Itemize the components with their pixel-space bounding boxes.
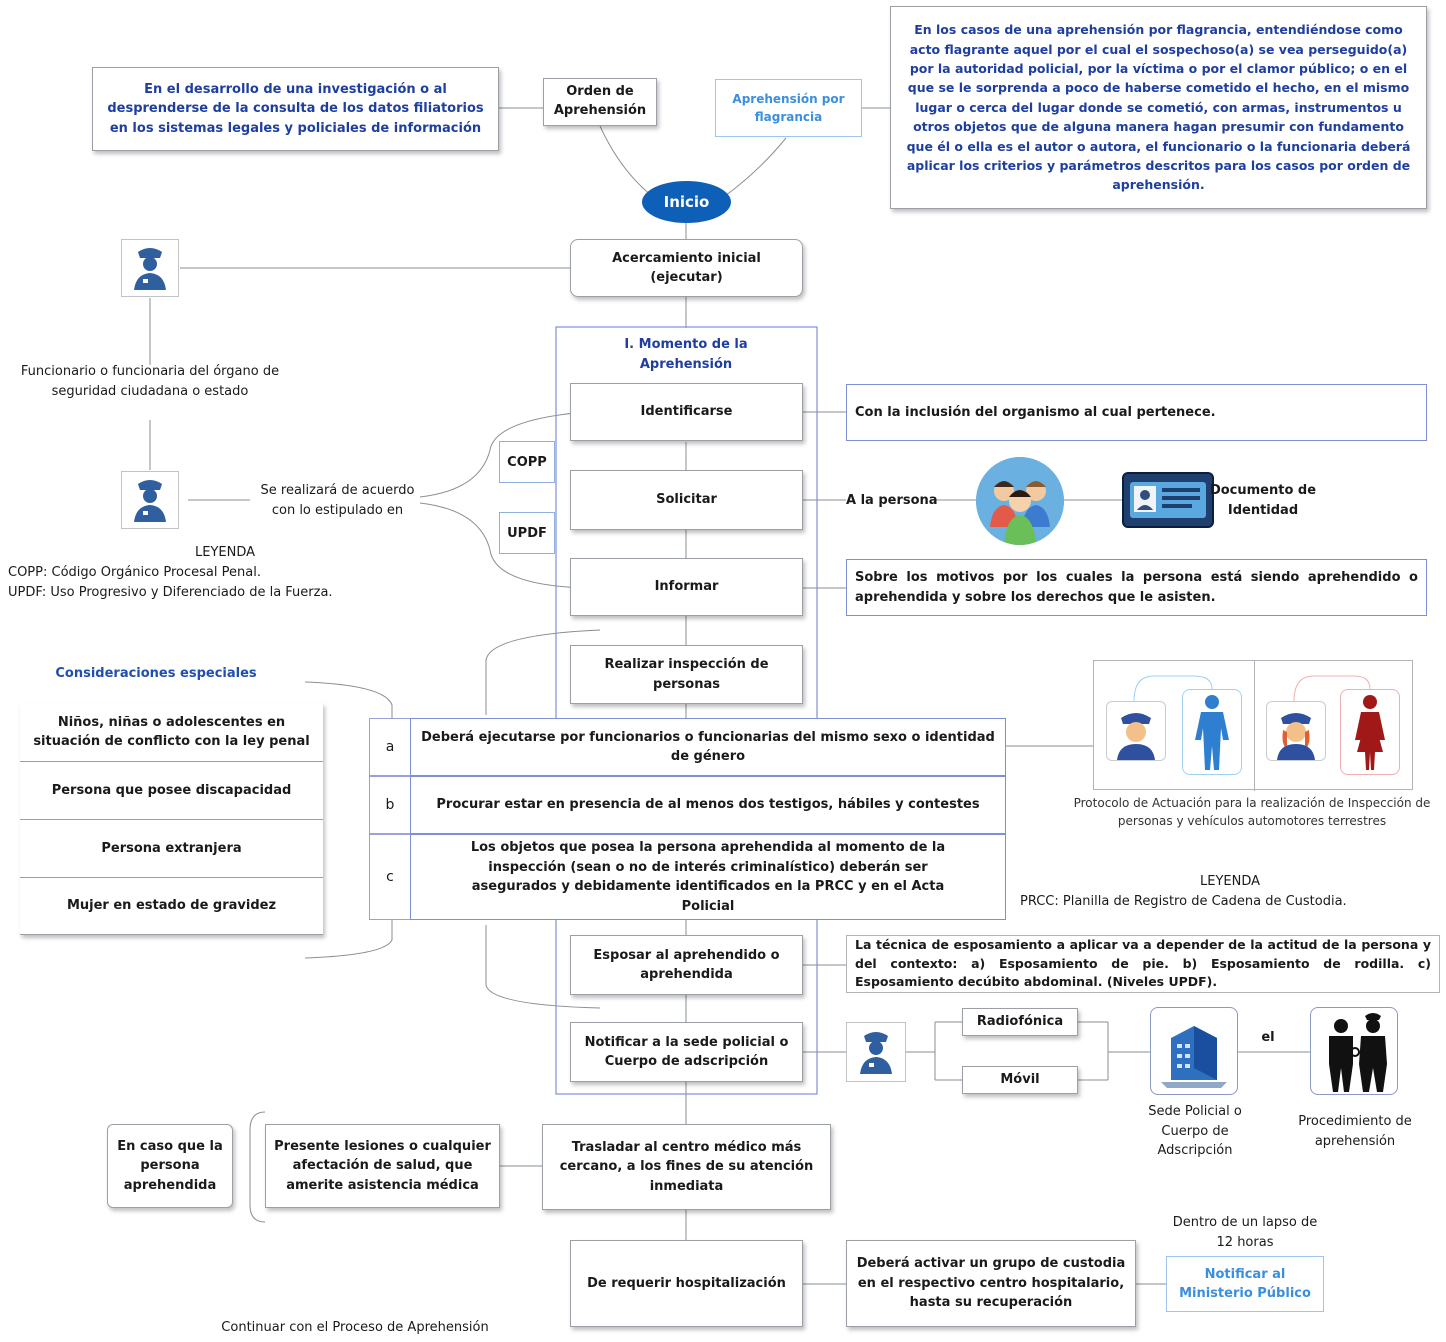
inspection-rule-c: Los objetos que posea la persona aprehen…: [410, 834, 1006, 920]
inspection-letter-b: b: [369, 776, 411, 834]
special-item: Mujer en estado de gravidez: [20, 878, 323, 934]
procedimiento-label: Procedimiento de aprehensión: [1298, 1114, 1412, 1149]
inicio-label: Inicio: [663, 193, 710, 211]
lapso-label: Dentro de un lapso de 12 horas: [1172, 1215, 1318, 1250]
police-bust-icon: [1266, 701, 1326, 761]
legend-updf: UPDF: Uso Progresivo y Diferenciado de l…: [8, 585, 333, 600]
inspeccion-step[interactable]: Realizar inspección de personas: [570, 645, 803, 704]
solicitar-step[interactable]: Solicitar: [570, 470, 803, 530]
special-item: Persona que posee discapacidad: [20, 762, 323, 820]
building-icon: [1150, 1007, 1238, 1095]
hospitalizacion-step[interactable]: De requerir hospitalización: [570, 1240, 803, 1327]
police-bust-icon: [1106, 701, 1166, 761]
caso-box: En caso que la persona aprehendida: [107, 1124, 233, 1208]
informar-note: Sobre los motivos por los cuales la pers…: [846, 559, 1427, 616]
inicio-node[interactable]: Inicio: [642, 181, 731, 223]
protocolo-links: [1133, 675, 1371, 702]
legend-title-right: LEYENDA: [1199, 874, 1260, 889]
special-title: Consideraciones especiales: [55, 666, 257, 681]
notificar-sede-step[interactable]: Notificar a la sede policial o Cuerpo de…: [570, 1022, 803, 1082]
officer-icon: [846, 1022, 906, 1082]
investigation-note: En el desarrollo de una investigación o …: [92, 67, 499, 151]
protocolo-panel: [1093, 660, 1413, 791]
group-people-icon: [976, 457, 1064, 545]
officer-label: Funcionario o funcionaria del órgano de …: [20, 364, 280, 399]
radiofonica-option[interactable]: Radiofónica: [962, 1008, 1078, 1036]
inspection-rule-b: Procurar estar en presencia de al menos …: [410, 776, 1006, 834]
orden-aprehension-box[interactable]: Orden de Aprehensión: [543, 78, 657, 126]
flagrancia-definition: En los casos de una aprehensión por flag…: [890, 6, 1427, 209]
identificarse-note: Con la inclusión del organismo al cual p…: [846, 384, 1427, 441]
arrest-icon: [1310, 1007, 1398, 1095]
trasladar-step[interactable]: Trasladar al centro médico más cercano, …: [542, 1124, 831, 1210]
solicitar-note: A la persona: [846, 493, 938, 508]
id-card-icon: [1122, 472, 1214, 528]
ministerio-box[interactable]: Notificar al Ministerio Público: [1166, 1256, 1324, 1312]
investigation-note-text: En el desarrollo de una investigación o …: [107, 81, 484, 136]
agreement-text: Se realizará de acuerdo con lo estipulad…: [260, 483, 415, 518]
flagrancia-label: Aprehensión por flagrancia: [732, 92, 845, 124]
esposar-note: La técnica de esposamiento a aplicar va …: [846, 935, 1440, 993]
inspection-rule-a: Deberá ejecutarse por funcionarios o fun…: [410, 718, 1006, 776]
body-silhouette-icon: [1340, 689, 1400, 775]
officer-icon: [121, 471, 179, 529]
movil-option[interactable]: Móvil: [962, 1066, 1078, 1094]
flagrancia-definition-text: En los casos de una aprehensión por flag…: [906, 22, 1411, 193]
legend-prcc: PRCC: Planilla de Registro de Cadena de …: [1020, 894, 1347, 909]
inspection-letter-c: c: [369, 834, 411, 920]
legend-copp: COPP: Código Orgánico Procesal Penal.: [8, 565, 261, 580]
documento-label: Documento de Identidad: [1209, 483, 1317, 518]
continuar-label: Continuar con el Proceso de Aprehensión: [221, 1320, 489, 1335]
orden-aprehension-label: Orden de Aprehensión: [553, 84, 647, 118]
legend-title: LEYENDA: [194, 545, 255, 560]
protocolo-caption: Protocolo de Actuación para la realizaci…: [1073, 796, 1431, 828]
custodia-box: Deberá activar un grupo de custodia en e…: [846, 1240, 1136, 1327]
sede-label: Sede Policial o Cuerpo de Adscripción: [1148, 1104, 1242, 1158]
lesiones-box: Presente lesiones o cualquier afectación…: [265, 1124, 500, 1208]
officer-icon: [121, 239, 179, 297]
esposar-step[interactable]: Esposar al aprehendido o aprehendida: [570, 935, 803, 995]
copp-tab[interactable]: COPP: [499, 441, 555, 483]
identificarse-step[interactable]: Identificarse: [570, 383, 803, 441]
special-item: Niños, niñas o adolescentes en situación…: [20, 703, 323, 762]
el-connector: el: [1261, 1030, 1275, 1045]
body-silhouette-icon: [1182, 689, 1242, 775]
special-item: Persona extranjera: [20, 820, 323, 878]
flagrancia-box[interactable]: Aprehensión por flagrancia: [715, 79, 862, 137]
momento-title: I. Momento de la Aprehensión: [624, 337, 748, 372]
updf-tab[interactable]: UPDF: [499, 512, 555, 554]
informar-step[interactable]: Informar: [570, 558, 803, 616]
inspection-letter-a: a: [369, 718, 411, 776]
acercamiento-step[interactable]: Acercamiento inicial (ejecutar): [570, 239, 803, 297]
